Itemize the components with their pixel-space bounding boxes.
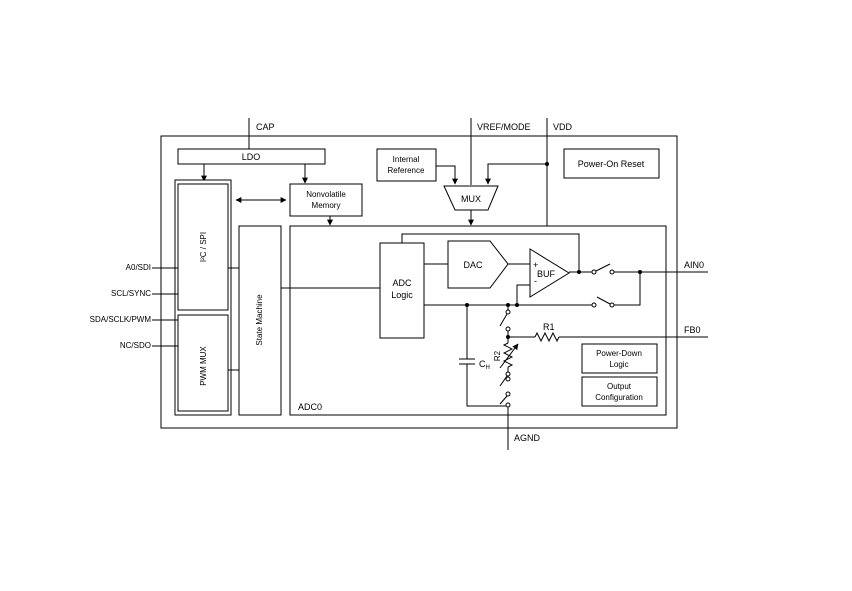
buf-label: BUF [537, 269, 556, 279]
vdd-junction-dot [545, 162, 549, 166]
state-machine-label: State Machine [255, 294, 264, 346]
fb0-pin-label: FB0 [684, 325, 701, 335]
sense-switch-contact-1 [591, 302, 597, 308]
ch-bottom-lead [466, 364, 506, 407]
nc-sdo-pin-label: NC/SDO [120, 341, 151, 350]
power-down-logic-label-line2: Logic [609, 360, 628, 369]
power-down-logic-label-line1: Power-Down [596, 349, 642, 358]
cap-pin-label: CAP [256, 122, 275, 132]
upper-switch-blade [499, 313, 508, 327]
lower-switch-blade [499, 395, 508, 405]
nonvolatile-memory-block [289, 183, 363, 217]
lower-switch-contact-2 [505, 402, 511, 408]
nonvolatile-memory-label-line2: Memory [312, 201, 341, 210]
output-configuration-block [581, 376, 658, 407]
upper-switch-contact-2 [505, 326, 511, 332]
mux-block [443, 185, 499, 211]
ldo-label: LDO [242, 152, 261, 162]
ldo-block [177, 148, 326, 165]
r1-resistor [534, 331, 560, 343]
ain0-sense-line [614, 272, 641, 306]
vdd-to-mux-arrow [485, 163, 547, 185]
pwm-mux-block [177, 314, 229, 412]
internal-reference-block [376, 148, 437, 182]
scl-sync-pin-label: SCL/SYNC [111, 289, 151, 298]
sense-switch-blade [596, 296, 611, 305]
buf-output-junction-dot [577, 270, 581, 274]
ch-label: CH [479, 359, 490, 371]
internal-reference-label-line1: Internal [393, 155, 420, 164]
middle-switch-contact-1 [505, 371, 511, 377]
sda-sclk-pwm-pin-label: SDA/SCLK/PWM [90, 315, 152, 324]
r2-resistor [502, 342, 514, 368]
mux-label: MUX [461, 194, 481, 204]
vdd-pin-label: VDD [553, 122, 573, 132]
r2-variable-arrow [499, 343, 519, 369]
buf-plus-sign: + [533, 260, 538, 270]
vref-mode-pin-label: VREF/MODE [477, 122, 531, 132]
r2-label: R2 [493, 350, 502, 361]
nonvolatile-memory-label-line1: Nonvolatile [306, 190, 346, 199]
buf-feedback-line [401, 233, 580, 271]
power-on-reset-label: Power-On Reset [578, 159, 645, 169]
ch-label-subscript: H [486, 365, 490, 371]
dac-block [447, 240, 509, 289]
ain0-pin-label: AIN0 [684, 260, 704, 270]
agnd-pin-label: AGND [514, 433, 541, 443]
adc-logic-label-line2: Logic [391, 290, 413, 300]
lower-switch-contact-1 [505, 391, 511, 397]
power-on-reset-block [563, 148, 660, 179]
ch-label-main: C [479, 359, 486, 369]
r1-label: R1 [543, 322, 555, 332]
adc-logic-label-line1: ADC [392, 278, 412, 288]
sense-switch-contact-2 [609, 302, 615, 308]
middle-switch-contact-2 [505, 376, 511, 382]
output-switch-blade [595, 263, 611, 272]
i2c-spi-block [177, 183, 229, 311]
dac-label: DAC [463, 260, 483, 270]
pwm-mux-label: PWM MUX [199, 346, 208, 386]
internal-reference-label-line2: Reference [388, 166, 425, 175]
reference-to-mux-arrow [436, 165, 458, 185]
buf-amplifier [529, 248, 570, 298]
state-machine-block [238, 225, 282, 416]
power-down-logic-block [581, 343, 658, 374]
output-switch-contact-1 [591, 269, 597, 275]
a0-sdi-pin-label: A0/SDI [126, 263, 151, 272]
buf-minus-sign: - [534, 276, 537, 286]
adc-logic-block [379, 242, 425, 339]
middle-switch-blade [499, 375, 508, 387]
output-configuration-label-line1: Output [607, 382, 632, 391]
output-switch-contact-2 [609, 269, 615, 275]
output-configuration-label-line2: Configuration [595, 393, 643, 402]
i2c-spi-label: I²C / SPI [199, 232, 208, 262]
adc0-label: ADC0 [298, 402, 322, 412]
upper-switch-contact-1 [505, 309, 511, 315]
buf-minus-feedback-line [516, 284, 530, 305]
